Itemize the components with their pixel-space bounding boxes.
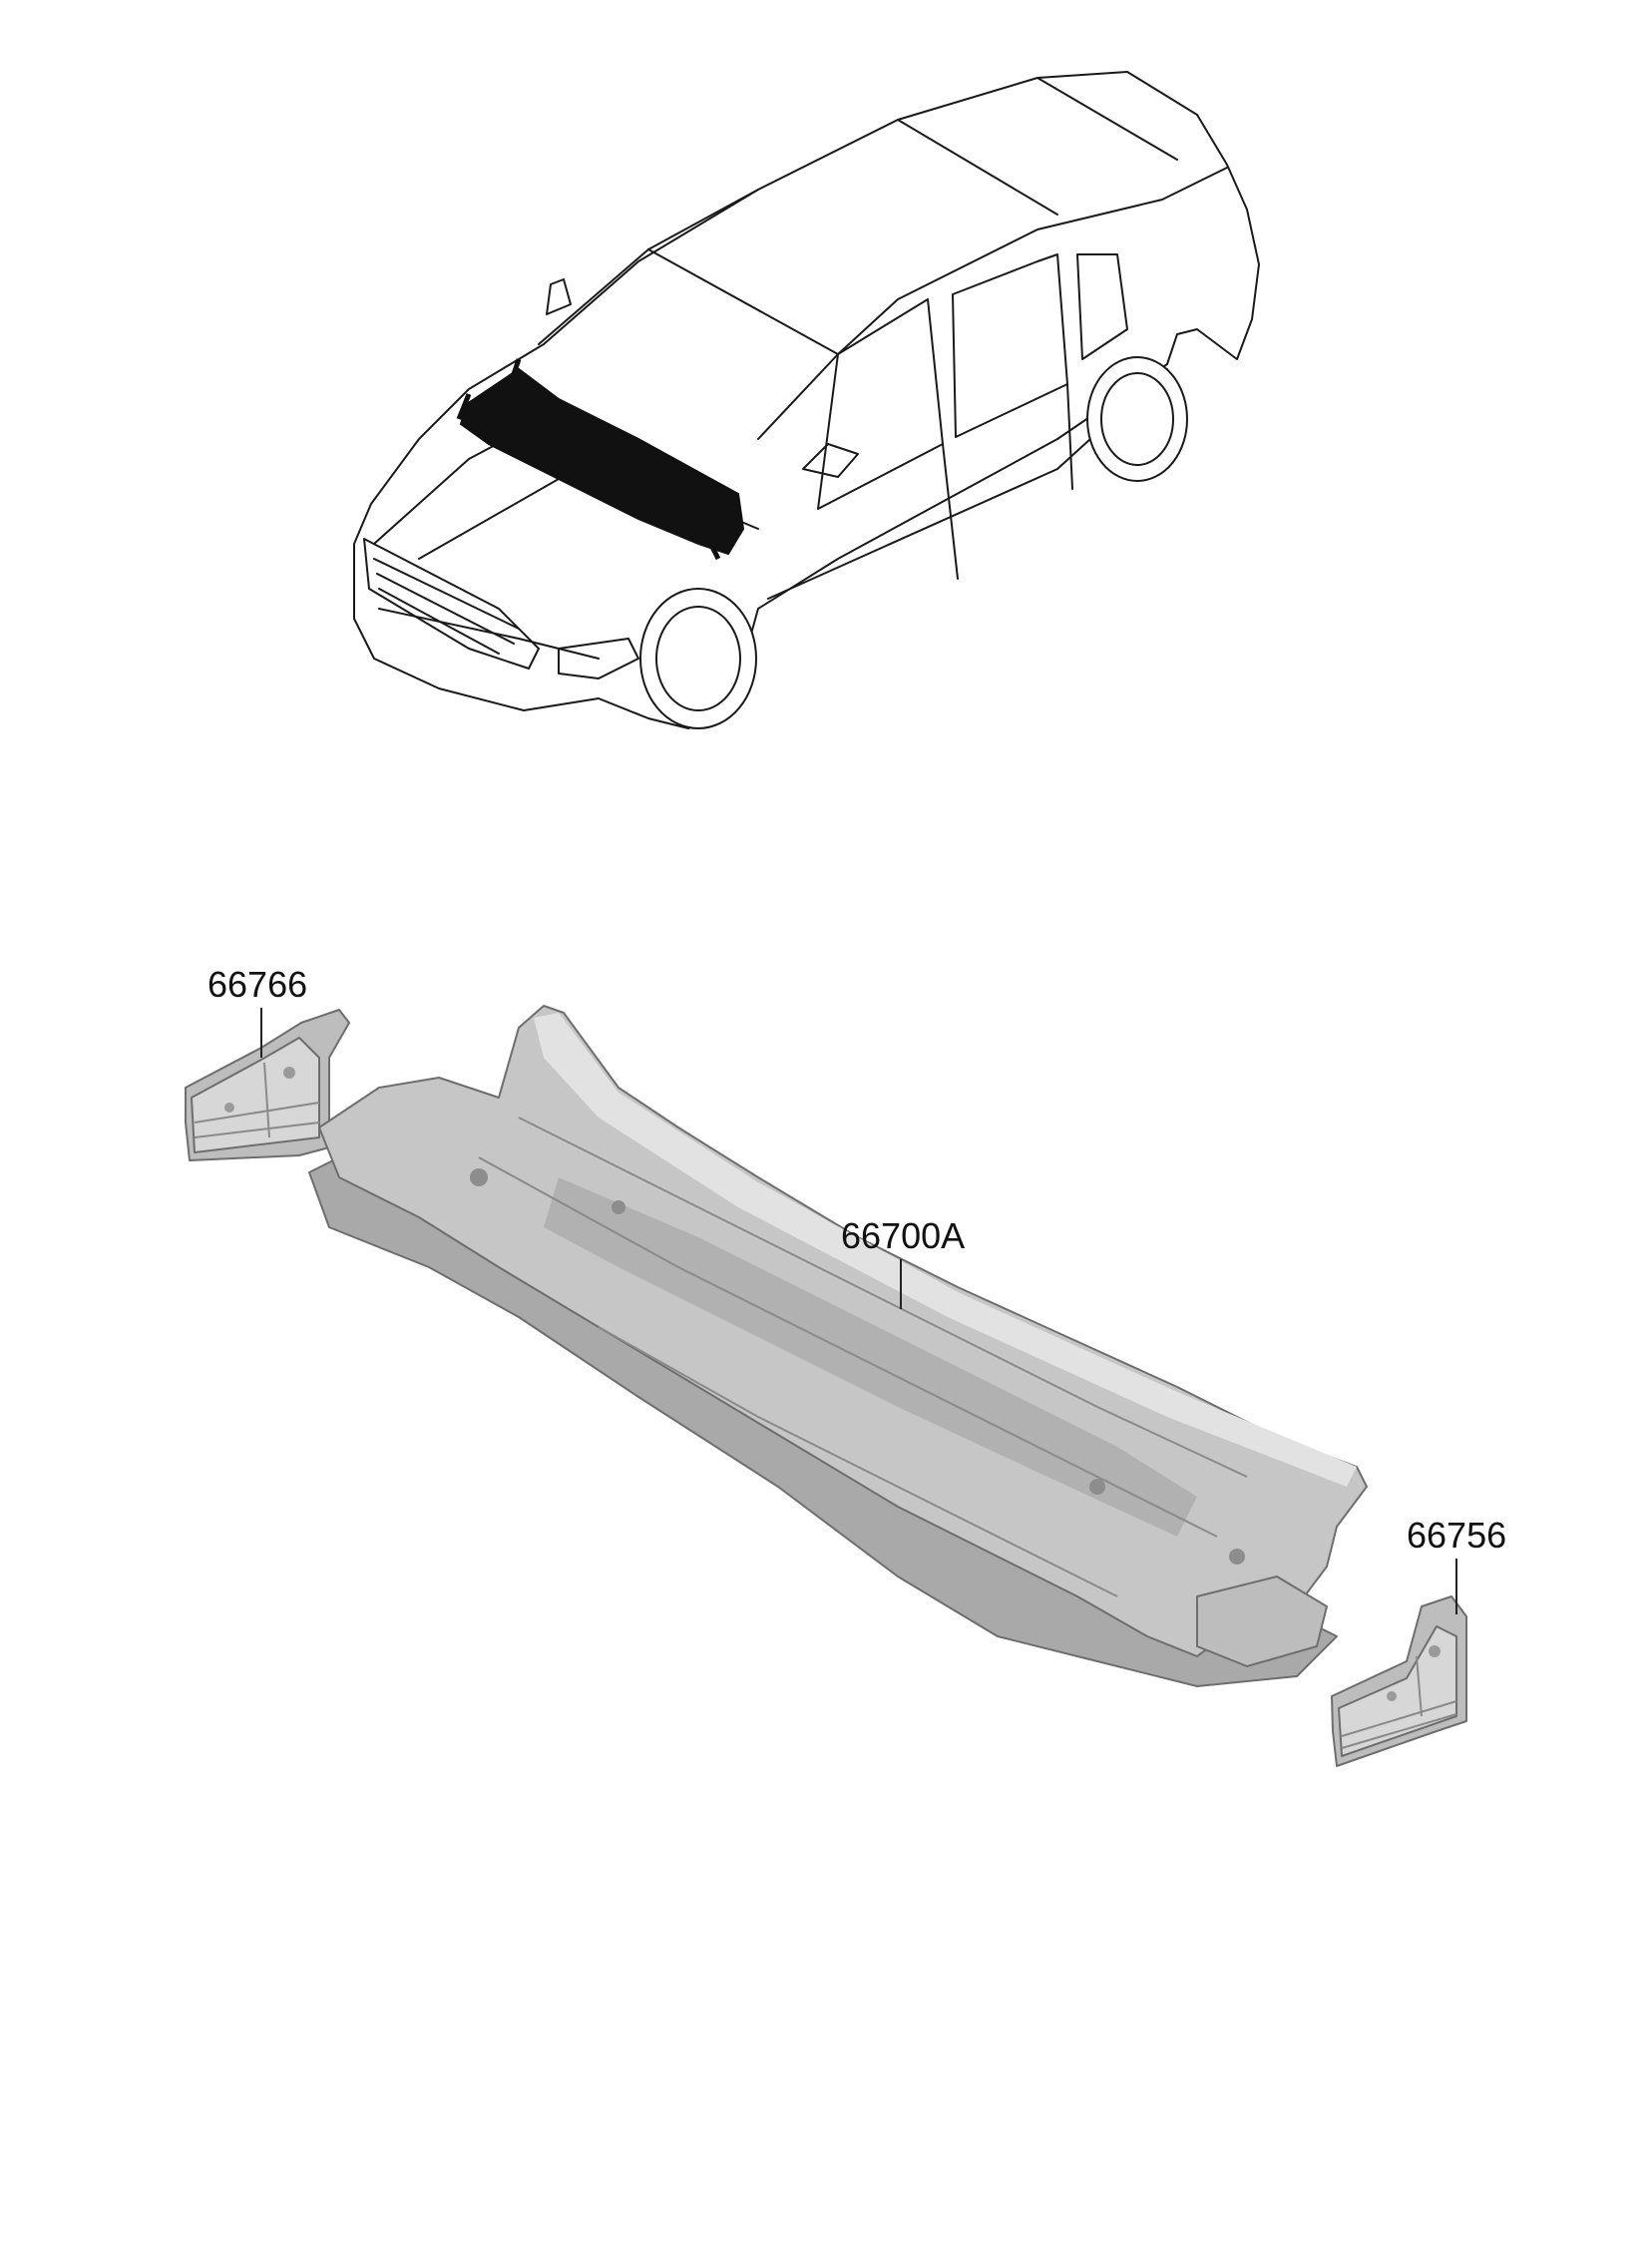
- cowl-hole: [470, 1168, 488, 1186]
- right-bracket-part: [1331, 1595, 1467, 1767]
- car-grille: [363, 538, 540, 670]
- car-roof: [647, 167, 1228, 355]
- callout-left-bracket: 66766: [207, 964, 307, 1058]
- cowl-ridge: [534, 1013, 1357, 1487]
- car-grille-bars: [373, 558, 520, 655]
- car-mirror-left: [546, 278, 572, 315]
- car-windshield: [538, 189, 839, 440]
- car-rear-wheel-rim: [1100, 372, 1174, 466]
- car-cowl-highlight: [459, 367, 745, 556]
- car-cowl-highlight-detail: [456, 358, 721, 561]
- cowl-hole: [1229, 1549, 1245, 1565]
- car-rear-wheel: [1086, 356, 1188, 482]
- car-front-wheel-rim: [655, 606, 741, 711]
- left-bracket-face: [191, 1037, 320, 1153]
- car-mirror-right: [802, 443, 859, 478]
- car-front-wheel: [639, 588, 757, 729]
- callout-cowl-panel: 66700A: [841, 1215, 965, 1309]
- callout-label-66766: 66766: [207, 964, 307, 1005]
- car-rear-window: [897, 77, 1178, 216]
- right-bracket-ribs: [1341, 1655, 1457, 1749]
- callout-right-bracket: 66756: [1407, 1515, 1506, 1614]
- right-bracket-hole: [1387, 1691, 1397, 1701]
- cowl-hole: [612, 1200, 625, 1214]
- left-bracket-hole: [283, 1067, 295, 1079]
- left-bracket-hole: [224, 1103, 234, 1113]
- left-bracket-ribs: [194, 1062, 320, 1138]
- car-headlight: [558, 638, 639, 679]
- cowl-detail-lines: [478, 1117, 1248, 1597]
- car-body: [353, 71, 1260, 729]
- cowl-right-flange: [1196, 1576, 1328, 1667]
- vehicle-overview-illustration: [353, 71, 1260, 729]
- cowl-panel-part: [308, 1005, 1368, 1687]
- cowl-hole: [1089, 1479, 1105, 1495]
- cowl-channel: [544, 1177, 1197, 1537]
- right-bracket-hole: [1429, 1645, 1441, 1657]
- left-bracket-part: [185, 1009, 350, 1161]
- callout-label-66700a: 66700A: [841, 1215, 965, 1256]
- callout-label-66756: 66756: [1407, 1515, 1506, 1556]
